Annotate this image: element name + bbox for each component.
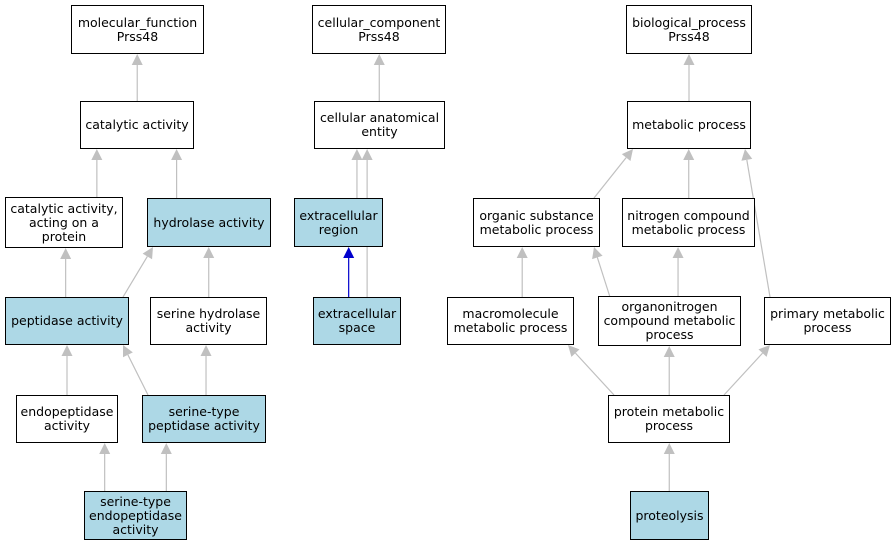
arrowhead-catalytic_activity-to-molecular_function bbox=[131, 54, 143, 65]
arrowhead-serine_hydrolase_activity-to-hydrolase_activity bbox=[203, 247, 215, 258]
arrowhead-hydrolase_activity-to-catalytic_activity bbox=[171, 149, 183, 160]
edge-peptidase_activity-to-hydrolase_activity bbox=[122, 256, 148, 298]
arrowhead-protein_metabolic_process-to-primary_metabolic_process bbox=[758, 345, 770, 357]
node-biological-process: biological_process Prss48 bbox=[626, 5, 752, 54]
arrowhead-peptidase_activity-to-hydrolase_activity bbox=[142, 247, 153, 260]
arrowhead-primary_metabolic_process-to-metabolic_process bbox=[741, 149, 753, 161]
arrowhead-extracellular_space-to-extracellular_region bbox=[343, 247, 355, 258]
arrowhead-peptidase_activity-to-catalytic_activity_protein bbox=[60, 248, 72, 259]
edge-protein_metabolic_process-to-primary_metabolic_process bbox=[723, 352, 763, 396]
node-serine-type-endopeptidase-activity: serine-type endopeptidase activity bbox=[84, 491, 187, 540]
node-molecular-function: molecular_function Prss48 bbox=[71, 5, 204, 54]
arrowhead-serine_type_endopeptidase_activity-to-endopeptidase_activity bbox=[99, 443, 111, 454]
node-peptidase-activity: peptidase activity bbox=[5, 297, 129, 345]
node-macromolecule-metabolic-process: macromolecule metabolic process bbox=[447, 297, 574, 345]
node-cellular-component: cellular_component Prss48 bbox=[312, 5, 446, 54]
edge-primary_metabolic_process-to-metabolic_process bbox=[746, 159, 771, 298]
arrowhead-organic_substance_metabolic_process-to-metabolic_process bbox=[621, 149, 633, 162]
arrowhead-serine_type_peptidase_activity-to-peptidase_activity bbox=[123, 345, 133, 358]
edge-serine_type_peptidase_activity-to-peptidase_activity bbox=[127, 354, 149, 396]
node-organic-substance-metabolic-process: organic substance metabolic process bbox=[473, 198, 600, 247]
node-extracellular-region: extracellular region bbox=[294, 198, 383, 247]
arrowhead-macromolecule_metabolic_process-to-organic_substance_metabolic_process bbox=[516, 247, 528, 258]
node-catalytic-activity: catalytic activity bbox=[80, 101, 194, 149]
edge-protein_metabolic_process-to-macromolecule_metabolic_process bbox=[575, 352, 615, 396]
node-protein-metabolic-process: protein metabolic process bbox=[608, 395, 730, 443]
edge-organonitrogen_compound_metabolic_process-to-organic_substance_metabolic_process bbox=[596, 257, 611, 297]
arrowhead-catalytic_activity_protein-to-catalytic_activity bbox=[91, 149, 103, 160]
node-cellular-anatomical-entity: cellular anatomical entity bbox=[314, 101, 445, 149]
node-metabolic-process: metabolic process bbox=[627, 101, 751, 149]
node-organonitrogen-compound-metabolic-process: organonitrogen compound metabolic proces… bbox=[598, 296, 741, 346]
node-nitrogen-compound-metabolic-process: nitrogen compound metabolic process bbox=[622, 198, 755, 247]
node-proteolysis: proteolysis bbox=[630, 491, 709, 540]
arrowhead-organonitrogen_compound_metabolic_process-to-organic_substance_metabolic_process bbox=[592, 247, 603, 260]
arrowhead-organonitrogen_compound_metabolic_process-to-nitrogen_compound_metabolic_process bbox=[672, 247, 684, 258]
arrowhead-extracellular_region-to-cellular_anatomical_entity bbox=[351, 149, 363, 160]
node-catalytic-activity-acting-on-protein: catalytic activity, acting on a protein bbox=[5, 197, 123, 248]
arrowhead-cellular_anatomical_entity-to-cellular_component bbox=[373, 54, 385, 65]
node-endopeptidase-activity: endopeptidase activity bbox=[16, 395, 118, 443]
node-hydrolase-activity: hydrolase activity bbox=[147, 198, 271, 247]
node-serine-hydrolase-activity: serine hydrolase activity bbox=[150, 297, 267, 345]
node-primary-metabolic-process: primary metabolic process bbox=[764, 297, 891, 345]
arrowhead-serine_type_endopeptidase_activity-to-serine_type_peptidase_activity bbox=[160, 443, 172, 454]
arrowhead-nitrogen_compound_metabolic_process-to-metabolic_process bbox=[683, 149, 695, 160]
arrowhead-extracellular_space-to-cellular_anatomical_entity bbox=[361, 149, 373, 160]
arrowhead-serine_type_peptidase_activity-to-serine_hydrolase_activity bbox=[200, 345, 212, 356]
arrowhead-protein_metabolic_process-to-organonitrogen_compound_metabolic_process bbox=[663, 346, 675, 357]
arrowhead-protein_metabolic_process-to-macromolecule_metabolic_process bbox=[568, 345, 580, 357]
arrowhead-metabolic_process-to-biological_process bbox=[683, 54, 695, 65]
node-serine-type-peptidase-activity: serine-type peptidase activity bbox=[142, 395, 266, 443]
node-extracellular-space: extracellular space bbox=[313, 297, 401, 345]
edge-organic_substance_metabolic_process-to-metabolic_process bbox=[593, 157, 627, 199]
arrowhead-proteolysis-to-protein_metabolic_process bbox=[663, 443, 675, 454]
arrowhead-endopeptidase_activity-to-peptidase_activity bbox=[61, 345, 73, 356]
